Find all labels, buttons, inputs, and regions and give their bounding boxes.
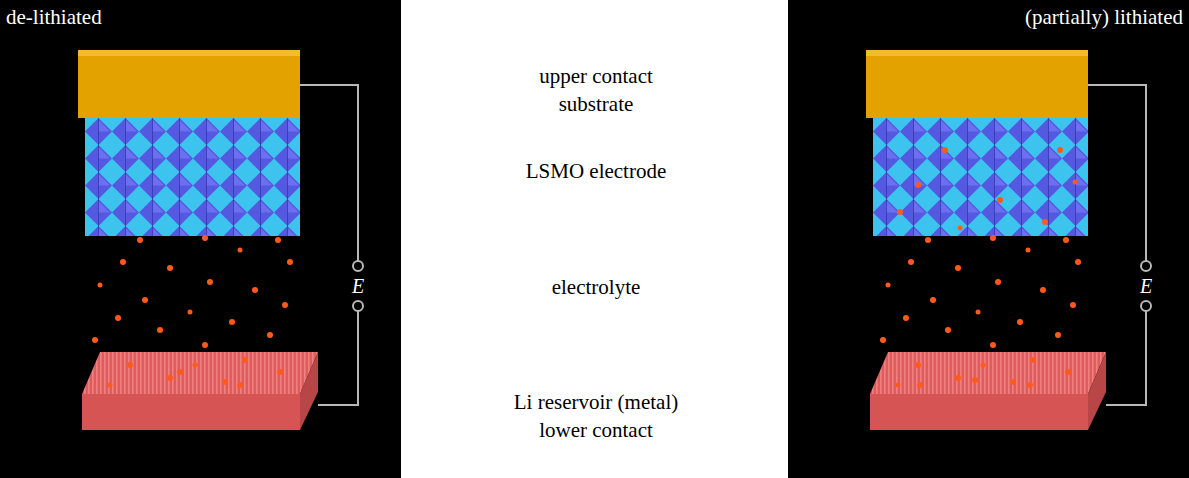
state-panel: (partially) lithiated bbox=[788, 0, 1189, 478]
layer-label: Li reservoir (metal) lower contact bbox=[491, 388, 701, 444]
layer-label: LSMO electrode bbox=[466, 157, 726, 185]
panel-title: (partially) lithiated bbox=[1025, 4, 1183, 30]
voltage-symbol: E bbox=[350, 276, 366, 296]
layer-label: electrolyte bbox=[466, 273, 726, 301]
layer-label: upper contact substrate bbox=[516, 62, 676, 118]
panel-title: de-lithiated bbox=[6, 4, 102, 30]
voltage-symbol: E bbox=[1138, 276, 1154, 296]
state-panel: de-lithiated bbox=[0, 0, 401, 478]
